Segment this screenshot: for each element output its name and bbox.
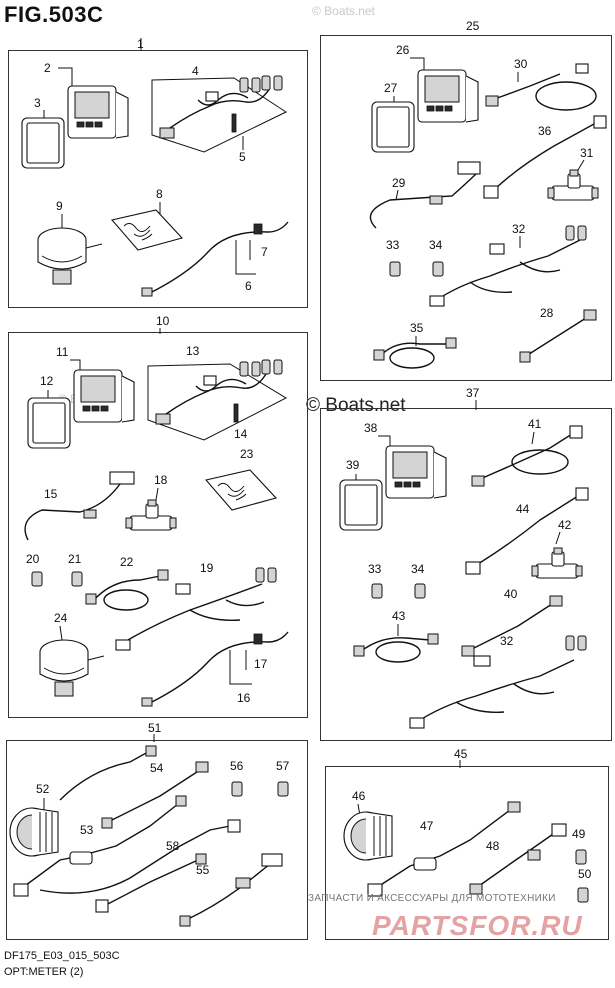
callout-30: 30 bbox=[514, 57, 528, 71]
callout-24: 24 bbox=[54, 611, 68, 625]
callout-2: 2 bbox=[44, 61, 51, 75]
callout-29: 29 bbox=[392, 176, 406, 190]
callout-46: 46 bbox=[352, 789, 366, 803]
group-37-frame bbox=[320, 408, 612, 741]
callout-31: 31 bbox=[580, 146, 594, 160]
callout-54: 54 bbox=[150, 761, 164, 775]
callout-37: 37 bbox=[466, 386, 480, 400]
callout-44: 44 bbox=[516, 502, 530, 516]
callout-51: 51 bbox=[148, 721, 162, 735]
group-45-frame bbox=[325, 766, 609, 940]
callout-25: 25 bbox=[466, 19, 480, 33]
group-51-frame bbox=[6, 740, 308, 940]
callout-17: 17 bbox=[254, 657, 268, 671]
callout-7: 7 bbox=[261, 245, 268, 259]
callout-19: 19 bbox=[200, 561, 214, 575]
callout-50: 50 bbox=[578, 867, 592, 881]
callout-58: 58 bbox=[166, 839, 180, 853]
callout-3: 3 bbox=[34, 96, 41, 110]
callout-39: 39 bbox=[346, 458, 360, 472]
watermark-mid: © Boats.net bbox=[306, 395, 406, 416]
callout-42: 42 bbox=[558, 518, 572, 532]
callout-38: 38 bbox=[364, 421, 378, 435]
callout-47: 47 bbox=[420, 819, 434, 833]
group-10-frame bbox=[8, 332, 308, 718]
callout-23: 23 bbox=[240, 447, 254, 461]
group-1-frame bbox=[8, 50, 308, 308]
callout-34b: 34 bbox=[411, 562, 425, 576]
callout-21: 21 bbox=[68, 552, 82, 566]
callout-55: 55 bbox=[196, 863, 210, 877]
callout-15: 15 bbox=[44, 487, 58, 501]
model-code: DF175_E03_015_503C bbox=[4, 950, 120, 962]
callout-27: 27 bbox=[384, 81, 398, 95]
callout-18: 18 bbox=[154, 473, 168, 487]
callout-10: 10 bbox=[156, 314, 170, 328]
callout-26: 26 bbox=[396, 43, 410, 57]
callout-53: 53 bbox=[80, 823, 94, 837]
callout-43: 43 bbox=[392, 609, 406, 623]
callout-13: 13 bbox=[186, 344, 200, 358]
callout-6: 6 bbox=[245, 279, 252, 293]
callout-9: 9 bbox=[56, 199, 63, 213]
callout-40: 40 bbox=[504, 587, 518, 601]
callout-49: 49 bbox=[572, 827, 586, 841]
callout-32: 32 bbox=[512, 222, 526, 236]
callout-33: 33 bbox=[386, 238, 400, 252]
callout-8: 8 bbox=[156, 187, 163, 201]
callout-36: 36 bbox=[538, 124, 552, 138]
group-25-frame bbox=[320, 35, 612, 381]
callout-11: 11 bbox=[56, 345, 69, 359]
callout-5: 5 bbox=[239, 150, 246, 164]
promo-brand: PARTSFOR.RU bbox=[372, 910, 583, 941]
figure-caption: OPT:METER (2) bbox=[4, 966, 84, 978]
callout-20: 20 bbox=[26, 552, 40, 566]
callout-12: 12 bbox=[40, 374, 54, 388]
callout-45: 45 bbox=[454, 747, 468, 761]
callout-57: 57 bbox=[276, 759, 290, 773]
callout-14: 14 bbox=[234, 427, 248, 441]
figure-title: FIG.503C bbox=[4, 2, 104, 27]
callout-28: 28 bbox=[540, 306, 554, 320]
callout-34: 34 bbox=[429, 238, 443, 252]
callout-52: 52 bbox=[36, 782, 50, 796]
callout-48: 48 bbox=[486, 839, 500, 853]
callout-35: 35 bbox=[410, 321, 424, 335]
callout-41: 41 bbox=[528, 417, 542, 431]
promo-line: ЗАПЧАСТИ И АКСЕССУАРЫ ДЛЯ МОТОТЕХНИКИ bbox=[308, 893, 556, 904]
callout-33b: 33 bbox=[368, 562, 382, 576]
callout-22: 22 bbox=[120, 555, 134, 569]
watermark-top: © Boats.net bbox=[312, 4, 375, 18]
callout-16: 16 bbox=[237, 691, 251, 705]
callout-32b: 32 bbox=[500, 634, 514, 648]
callout-56: 56 bbox=[230, 759, 244, 773]
callout-4: 4 bbox=[192, 64, 199, 78]
